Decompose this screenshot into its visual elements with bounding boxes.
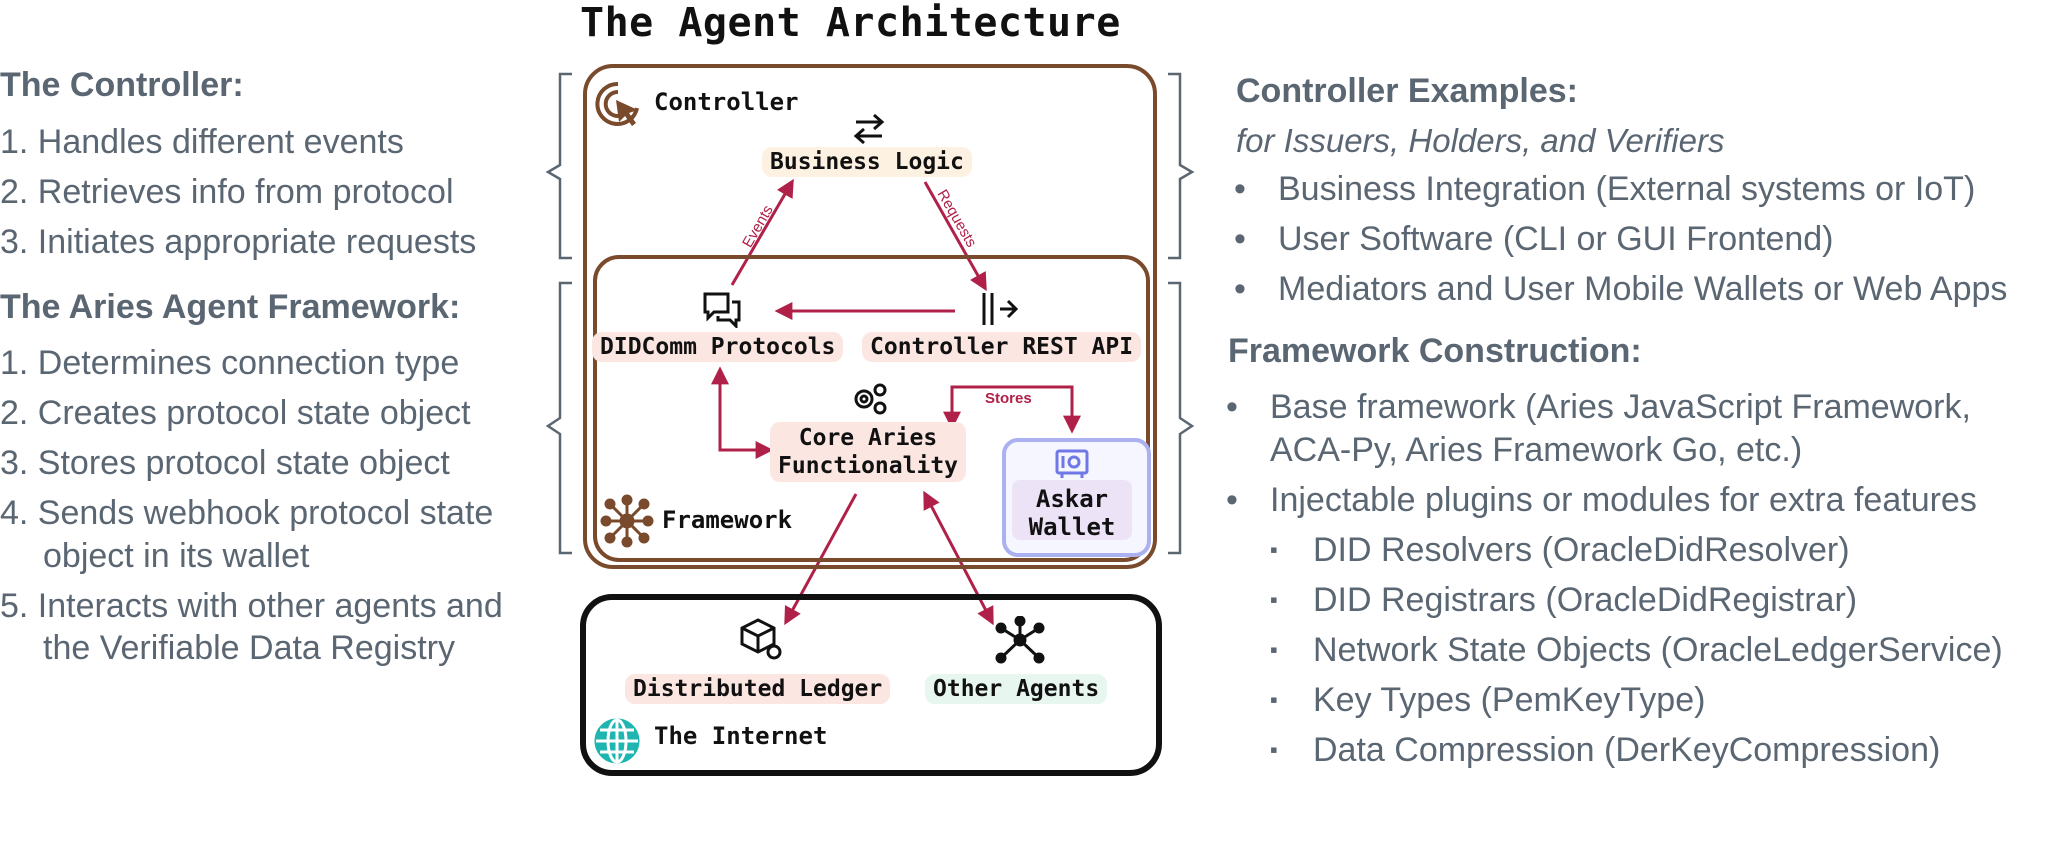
controller-item: 2. Retrieves info from protocol: [0, 173, 454, 211]
left-brace-framework: [545, 281, 572, 555]
construction-item: Injectable plugins or modules for extra …: [1270, 481, 1977, 519]
framework-item: 4. Sends webhook protocol state: [0, 494, 494, 532]
internet-box: [580, 594, 1162, 776]
plugin-item: Key Types (PemKeyType): [1313, 681, 1706, 719]
gears-icon: [854, 383, 887, 415]
askar-line1: Askar: [1035, 485, 1109, 513]
controller-heading: The Controller:: [0, 66, 244, 104]
framework-item: 3. Stores protocol state object: [0, 444, 450, 482]
square-bullet: ▪: [1270, 537, 1278, 562]
arrows-exchange-icon: [853, 113, 885, 145]
square-bullet: ▪: [1270, 737, 1278, 762]
internet-label: The Internet: [654, 722, 828, 750]
globe-icon: [594, 718, 640, 764]
requests-arrow: [923, 181, 987, 292]
controller-item: 1. Handles different events: [0, 123, 404, 161]
core-aries-node: Core Aries Functionality: [770, 422, 966, 482]
framework-item-cont: object in its wallet: [43, 537, 310, 575]
core-aries-line2: Functionality: [778, 453, 959, 479]
framework-box: [593, 255, 1150, 562]
examples-heading: Controller Examples:: [1236, 72, 1578, 110]
bullet: •: [1234, 220, 1246, 258]
framework-label: Framework: [662, 506, 793, 534]
example-item: Mediators and User Mobile Wallets or Web…: [1278, 270, 2008, 308]
plugin-item: Data Compression (DerKeyCompression): [1313, 731, 1941, 769]
bullet: •: [1226, 481, 1238, 519]
askar-wallet-node: Askar Wallet: [1012, 485, 1132, 541]
distributed-ledger-node: Distributed Ledger: [625, 674, 891, 704]
controller-label: Controller: [654, 88, 799, 116]
square-bullet: ▪: [1270, 637, 1278, 662]
other-agents-node: Other Agents: [925, 674, 1108, 704]
diagram-title: The Agent Architecture: [580, 0, 1121, 46]
framework-item: 5. Interacts with other agents and: [0, 587, 503, 625]
chat-icon: [703, 292, 741, 328]
askar-label-bg: [1012, 480, 1132, 540]
business-logic-node: Business Logic: [762, 147, 972, 177]
right-brace-framework: [1168, 281, 1195, 555]
examples-subheading: for Issuers, Holders, and Verifiers: [1236, 122, 1725, 159]
stores-label: Stores: [985, 390, 1032, 407]
example-item: Business Integration (External systems o…: [1278, 170, 1976, 208]
network-hub-icon: [600, 494, 654, 548]
askar-line2: Wallet: [1028, 513, 1116, 541]
plugin-item: DID Resolvers (OracleDidResolver): [1313, 531, 1850, 569]
controller-item: 3. Initiates appropriate requests: [0, 223, 477, 261]
plugin-item: Network State Objects (OracleLedgerServi…: [1313, 631, 2003, 669]
bullet: •: [1234, 170, 1246, 208]
core-aries-line1: Core Aries: [798, 425, 938, 451]
construction-item-cont: ACA-Py, Aries Framework Go, etc.): [1270, 431, 1803, 469]
right-brace-controller: [1168, 72, 1195, 260]
bullet: •: [1234, 270, 1246, 308]
didcomm-protocols-node: DIDComm Protocols: [592, 332, 844, 362]
controller-rest-api-node: Controller REST API: [862, 332, 1142, 362]
nodes-icon: [995, 616, 1045, 664]
framework-item: 1. Determines connection type: [0, 344, 460, 382]
bullet: •: [1226, 388, 1238, 426]
controller-box: [583, 64, 1157, 569]
square-bullet: ▪: [1270, 687, 1278, 712]
construction-heading: Framework Construction:: [1228, 332, 1642, 370]
events-arrow: [730, 178, 794, 286]
vault-icon: [1055, 449, 1089, 478]
framework-item: 2. Creates protocol state object: [0, 394, 471, 432]
cube-link-icon: [740, 618, 782, 660]
api-icon: [982, 293, 1019, 325]
left-brace-controller: [545, 72, 572, 260]
cursor-click-icon: [595, 81, 639, 126]
square-bullet: ▪: [1270, 587, 1278, 612]
example-item: User Software (CLI or GUI Frontend): [1278, 220, 1834, 258]
framework-item-cont: the Verifiable Data Registry: [43, 629, 455, 667]
construction-item: Base framework (Aries JavaScript Framewo…: [1270, 388, 1971, 426]
didcomm-core-arrow: [711, 366, 774, 459]
plugin-item: DID Registrars (OracleDidRegistrar): [1313, 581, 1858, 619]
framework-heading: The Aries Agent Framework:: [0, 288, 461, 326]
